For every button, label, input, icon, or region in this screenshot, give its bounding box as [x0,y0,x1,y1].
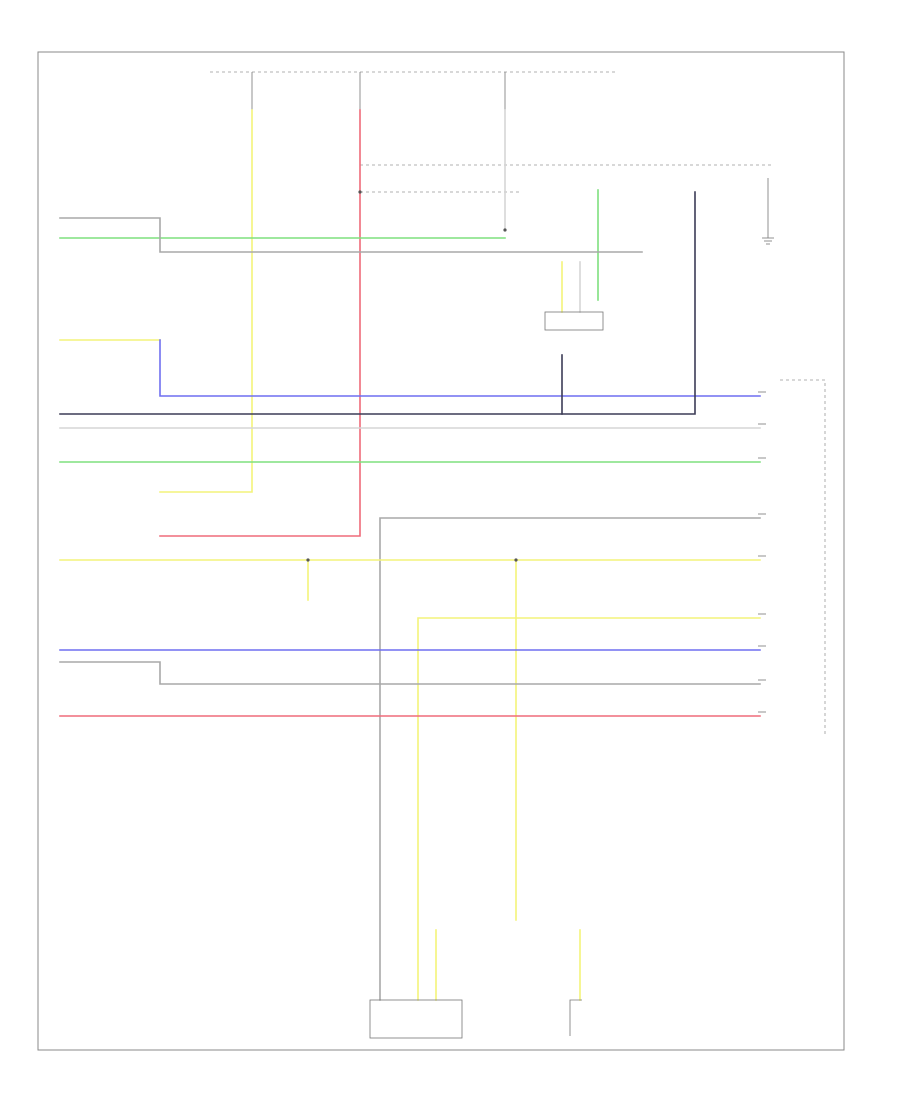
splice-dot [306,558,310,562]
wire-red-fuse2 [159,109,361,537]
splice-dot [503,228,507,232]
relay-box [544,311,604,331]
lower-right-module [569,999,582,1036]
wire-gray-row [59,661,761,685]
wire-gray-row1 [59,217,643,253]
wire-gray-to-module [379,517,761,1001]
splice-dot [514,558,518,562]
control-unit-boundary [780,379,826,735]
control-unit-terminals [758,391,766,713]
splice-dot [358,190,362,194]
ground-symbol [762,178,774,245]
wire-yellow-to-module [417,617,761,1001]
wire-blue-row3 [159,339,761,397]
lower-left-module [369,999,463,1039]
diagram-frame [37,51,845,1051]
wire-dark-ground [59,191,696,415]
wire-yellow-fuse1 [159,109,253,493]
